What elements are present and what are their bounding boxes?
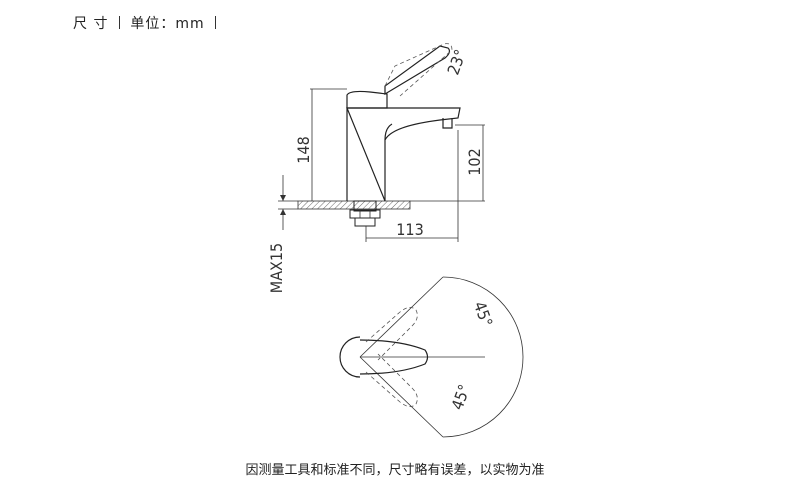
- dimension-header: 尺 寸 单位：mm: [73, 13, 221, 33]
- aerator: [442, 118, 453, 129]
- spout-top-center: [359, 339, 429, 375]
- dim-148-label: 148: [294, 136, 313, 163]
- header-separator-left: [118, 16, 120, 29]
- faucet-top-view: 45° 45°: [339, 276, 524, 438]
- header-unit: 单位：mm: [130, 16, 205, 32]
- dim-102-label: 102: [465, 148, 484, 175]
- dim-max15-label: MAX15: [267, 243, 286, 293]
- lever-closed: [384, 45, 451, 96]
- swing-ray-top: [359, 276, 444, 358]
- spout-top-rotated-down: [365, 353, 418, 407]
- swing-angle-bottom-label: 45°: [448, 382, 475, 412]
- swing-angle-top-label: 45°: [470, 299, 497, 329]
- mounting-bolt: [354, 217, 376, 227]
- dim-handle-angle-label: 23°: [444, 47, 471, 77]
- spout-top-rotated-up: [365, 307, 418, 361]
- spout-curve: [384, 123, 393, 141]
- lever-open-ghost: [384, 43, 453, 97]
- measurement-disclaimer: 因测量工具和标准不同，尺寸略有误差，以实物为准: [245, 463, 545, 478]
- faucet-side-view: 148 102 113 MAX15 23°: [267, 43, 485, 293]
- dim-max15-arrowhead-bottom: [280, 209, 286, 215]
- base-circle: [339, 336, 361, 378]
- header-separator-right: [215, 16, 217, 29]
- handle-base: [346, 90, 388, 109]
- header-label: 尺 寸: [73, 16, 109, 32]
- swing-arc: [442, 276, 524, 438]
- dim-113-label: 113: [396, 220, 423, 239]
- mounting-nut: [353, 200, 377, 212]
- swing-ray-bottom: [359, 356, 444, 438]
- dim-max15-arrowhead-top: [280, 195, 286, 201]
